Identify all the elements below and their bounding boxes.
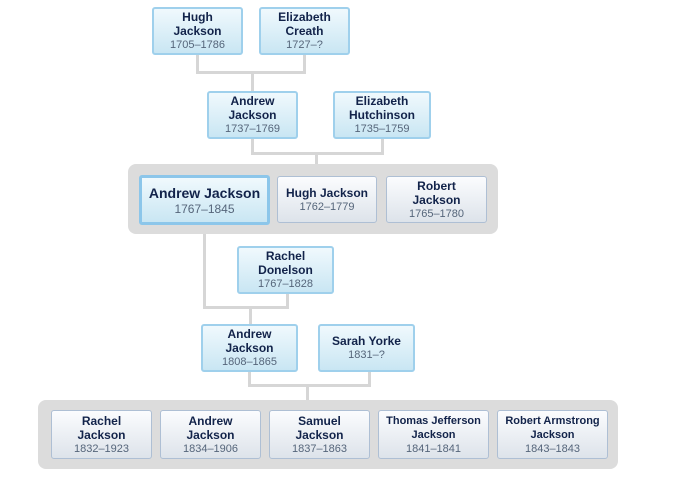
person-name: Rachel Donelson	[258, 249, 313, 277]
connector	[248, 372, 251, 387]
person-dates: 1735–1759	[354, 123, 410, 135]
person-name: Thomas Jefferson Jackson	[386, 414, 481, 441]
person-name: Elizabeth Creath	[278, 10, 331, 38]
connector	[315, 152, 318, 164]
person-dates: 1765–1780	[408, 207, 465, 220]
connector	[303, 55, 306, 74]
person-name: Elizabeth Hutchinson	[349, 94, 415, 122]
person-dates: 1767–1828	[257, 278, 314, 290]
person-name: Hugh Jackson	[285, 185, 369, 200]
connector	[251, 71, 254, 91]
person-dates: 1831–?	[348, 349, 385, 361]
person-name: Robert Armstrong Jackson	[505, 414, 600, 441]
person-name: Hugh Jackson	[173, 10, 222, 38]
person-dates: 1837–1863	[291, 442, 348, 455]
person-name: Andrew Jackson	[186, 413, 235, 442]
connector	[381, 139, 384, 155]
connector	[248, 384, 371, 387]
person-dates: 1767–1845	[174, 201, 235, 216]
person-dates: 1737–1769	[224, 123, 281, 135]
person-name: Robert Jackson	[412, 178, 461, 207]
connector	[251, 139, 254, 155]
person-name: Sarah Yorke	[332, 334, 401, 348]
connector	[286, 294, 289, 309]
person-name: Samuel Jackson	[295, 413, 344, 442]
connector	[368, 372, 371, 387]
person-dates: 1832–1923	[73, 442, 130, 455]
person-name: Andrew Jackson	[228, 94, 277, 122]
person-dates: 1834–1906	[182, 442, 239, 455]
person-name: Andrew Jackson	[148, 184, 261, 201]
person-dates: 1808–1865	[221, 356, 278, 368]
connector	[306, 384, 309, 400]
connector	[203, 224, 206, 309]
connector	[196, 55, 199, 74]
person-dates: 1841–1841	[405, 442, 462, 455]
person-name: Rachel Jackson	[77, 413, 126, 442]
connector	[203, 306, 289, 309]
connector	[249, 306, 252, 324]
person-name: Andrew Jackson	[225, 327, 274, 355]
person-dates: 1762–1779	[299, 200, 355, 213]
person-dates: 1705–1786	[169, 39, 226, 51]
person-dates: 1727–?	[286, 39, 323, 51]
person-dates: 1843–1843	[524, 442, 581, 455]
